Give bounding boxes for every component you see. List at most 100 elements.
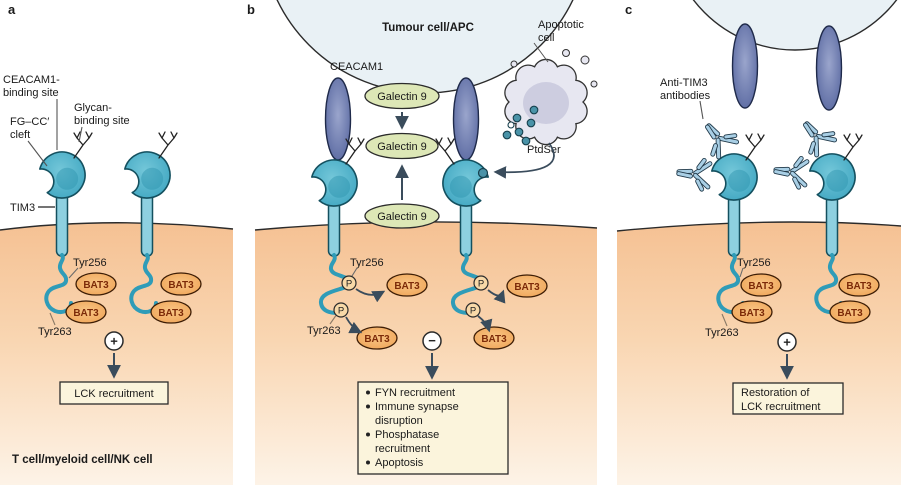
glycan-icon [435,137,455,165]
tyr263-label: Tyr263 [38,326,72,338]
bat3-ovals-a: BAT3 BAT3 BAT3 BAT3 [65,272,202,324]
outcome-item: FYN recruitment [375,387,455,399]
pointer-line [329,313,338,325]
plus-circle-icon [777,332,797,352]
bat3-oval [75,272,117,296]
panel-a-letter: a [8,2,16,17]
phosphate-label: P [338,306,344,317]
galectin9-label: Galectin 9 [377,141,427,153]
restoration-text: Restoration of [741,387,810,399]
bat3-label: BAT3 [364,334,390,345]
tyr256-label: Tyr256 [737,257,771,269]
ceacam1-oval [815,25,843,111]
bat3-label: BAT3 [158,308,184,319]
antibody-icon [674,154,714,194]
panel-a: a CEACAM1- binding site Glycan- binding … [0,2,234,485]
galectin9-label: Galectin 9 [377,91,427,103]
bat3-oval [150,300,192,324]
bat3-oval [160,272,202,296]
bat3-oval [731,300,773,324]
membrane-edge [0,222,234,231]
outcome-item: disruption [375,415,423,427]
tim3-head [121,146,176,204]
tyr256-label: Tyr256 [350,257,384,269]
apoptotic-cell-label: Apoptotic [538,19,584,31]
ceacam1-binding-site-label2: binding site [3,87,59,99]
pointer-line [68,267,79,279]
bat3-oval [356,326,398,350]
galectin9-label: Galectin 9 [377,211,427,223]
pointer-line [49,312,56,326]
panel-c: c Anti-TIM3 antibodies Tyr256 Tyr263 BAT… [616,0,901,485]
tim3-head [36,146,91,204]
pointer-line [699,100,704,120]
tumour-cell-label: Tumour cell/APC [382,22,474,34]
galectin9-oval [365,132,439,160]
bat3-label: BAT3 [168,280,194,291]
bat3-release-arrow [345,316,363,334]
phosphate-circle [333,302,349,318]
pointer-line [533,42,549,63]
tim3-head [806,148,861,206]
plus-sign: + [783,335,791,350]
bat3-label: BAT3 [837,308,863,319]
tim3-stem [55,191,69,257]
ceacam1-label: CEACAM1 [330,61,383,73]
fg-cc-cleft-label2: cleft [10,129,30,141]
pointer-line [27,140,48,167]
tyr256-label: Tyr256 [73,257,107,269]
bat3-label: BAT3 [73,308,99,319]
apoptotic-cell-core [523,82,569,124]
membrane-bleb [590,80,598,88]
phosphate-circle [465,302,481,318]
restoration-text2: LCK recruitment [741,401,820,413]
outcome-box [357,381,509,475]
panel-b-letter: b [247,2,255,17]
ptdser-arrow [493,142,555,179]
lck-recruitment-box [59,381,169,405]
glycan-binding-site-label2: binding site [74,115,130,127]
outcome-item: Phosphatase [375,429,439,441]
glycan-binding-site-label: Glycan- [74,102,112,114]
bat3-release-arrow [477,315,493,333]
panel-c-letter: c [625,2,632,17]
bat3-ovals-b: BAT3 BAT3 BAT3 BAT3 [356,273,548,350]
tim3-stem [140,191,154,257]
bat3-release-arrow [355,288,386,303]
anti-tim3-label: Anti-TIM3 [660,77,708,89]
phosphate-circle [341,275,357,291]
ptdser-dots [502,105,539,146]
bat3-label: BAT3 [394,281,420,292]
bat3-oval [473,326,515,350]
tyr263-label: Tyr263 [307,325,341,337]
bat3-label: BAT3 [481,334,507,345]
tyr263-label: Tyr263 [705,327,739,339]
ceacam1-binding-site-label: CEACAM1- [3,74,60,86]
pointer-line [78,126,83,143]
tim3-stem [825,191,839,257]
galectin9-oval [364,82,440,110]
bat3-label: BAT3 [748,281,774,292]
pointer-line [739,267,744,278]
bat3-release-arrow [487,289,506,304]
ptdser-dot-in-cleft [477,167,489,179]
ceacam1-oval [731,23,759,109]
membrane-bleb [562,49,570,57]
outcome-item: Immune synapse [375,401,459,413]
bullet [366,460,370,465]
tim3-head [308,154,363,212]
galectin9-oval [364,203,440,229]
bat3-label: BAT3 [83,280,109,291]
bullet [366,390,370,395]
t-cell-label: T cell/myeloid cell/NK cell [12,454,153,466]
apoptotic-cell-label2: cell [538,32,555,44]
phosphate-label: P [478,279,484,290]
membrane-edge [616,221,901,232]
tim3-label: TIM3 [10,202,35,214]
t-cell-membrane [0,222,233,485]
bat3-oval [386,273,428,297]
outcome-item: Apoptosis [375,457,424,469]
pointer-line [351,267,358,277]
bullet [366,404,370,409]
